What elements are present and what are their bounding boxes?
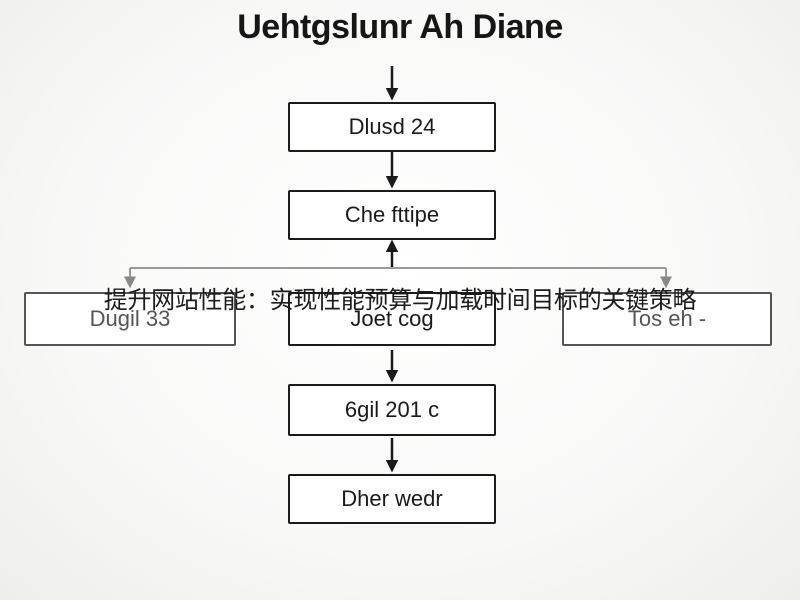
flow-box-branch-center: Joet cog: [288, 292, 496, 346]
flow-box-branch-right: Tos eh -: [562, 292, 772, 346]
flow-box-step5: Dher wedr: [288, 474, 496, 524]
flow-box-step4: 6gil 201 c: [288, 384, 496, 436]
diagram-title: Uehtgslunr Ah Diane: [237, 8, 563, 46]
flow-box-step1: Dlusd 24: [288, 102, 496, 152]
flow-box-step2: Che fttipe: [288, 190, 496, 240]
flow-box-branch-left: Dugil 33: [24, 292, 236, 346]
overlay-caption: 提升网站性能：实现性能预算与加载时间目标的关键策略: [103, 286, 697, 314]
